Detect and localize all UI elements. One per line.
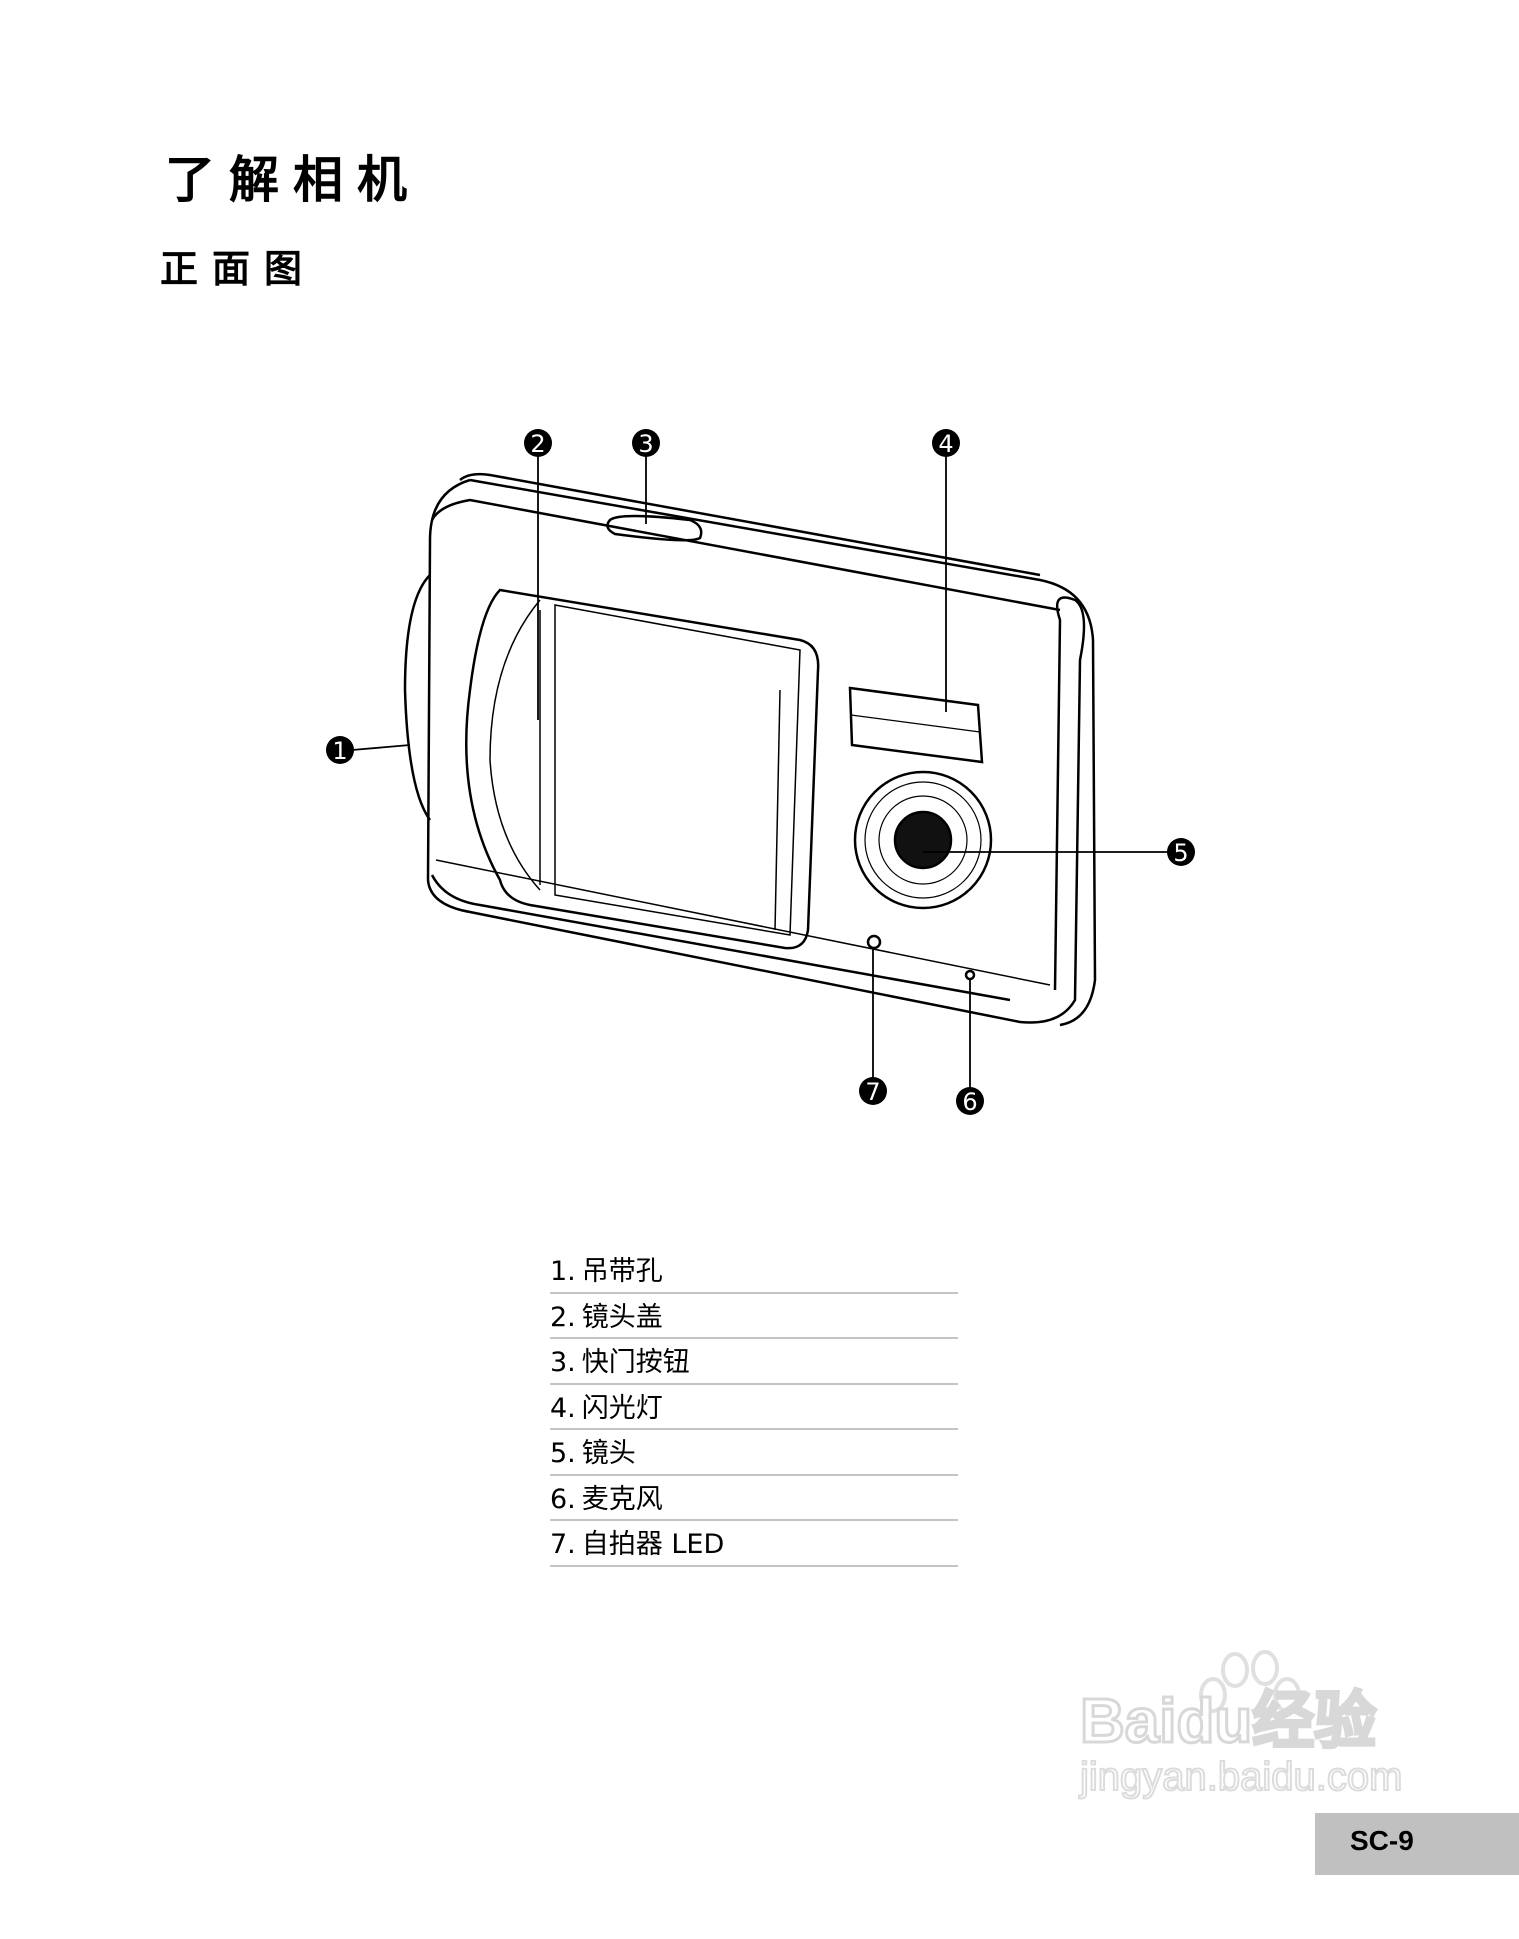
lens (853, 770, 993, 910)
page-title: 了解相机 (165, 151, 421, 209)
section-title: 正面图 (160, 247, 317, 291)
legend-item: 3.快门按钮 (550, 1339, 958, 1385)
callout-3: 3 (632, 429, 660, 458)
microphone (964, 969, 976, 981)
svg-text:7: 7 (865, 1078, 880, 1106)
flash (848, 686, 984, 764)
legend-item: 6.麦克风 (550, 1476, 958, 1521)
leader-lines (351, 455, 1168, 1088)
svg-text:5: 5 (1173, 839, 1188, 867)
svg-text:2: 2 (530, 430, 545, 458)
callout-2: 2 (524, 429, 552, 458)
parts-legend: 1.吊带孔 2.镜头盖 3.快门按钮 4.闪光灯 5.镜头 6.麦克风 7.自拍… (550, 1248, 958, 1567)
callout-4: 4 (932, 429, 960, 458)
svg-text:4: 4 (938, 430, 953, 458)
baidu-watermark-logo: Baidu经验 jingyan.baidu.com (1078, 1650, 1403, 1800)
page-number-bar: SC-9 (1315, 1813, 1519, 1875)
callout-1: 1 (326, 736, 354, 765)
self-timer-led (866, 934, 882, 950)
callout-7: 7 (859, 1077, 887, 1106)
camera-body (403, 472, 1097, 1027)
legend-item: 7.自拍器 LED (550, 1521, 958, 1567)
callout-markers: 1 2 3 4 5 6 7 (326, 429, 1195, 1116)
svg-text:1: 1 (332, 737, 347, 765)
legend-item: 5.镜头 (550, 1430, 958, 1476)
callout-5: 5 (1167, 838, 1195, 867)
callout-6: 6 (956, 1087, 984, 1116)
legend-item: 1.吊带孔 (550, 1248, 958, 1294)
lens-cover (465, 588, 820, 950)
legend-item: 4.闪光灯 (550, 1385, 958, 1430)
watermark-url: jingyan.baidu.com (1079, 1755, 1402, 1799)
svg-text:3: 3 (638, 430, 653, 458)
svg-text:6: 6 (962, 1088, 977, 1116)
page-number: SC-9 (1350, 1825, 1414, 1856)
watermark-brand: Baidu经验 (1080, 1687, 1376, 1756)
legend-item: 2.镜头盖 (550, 1294, 958, 1339)
